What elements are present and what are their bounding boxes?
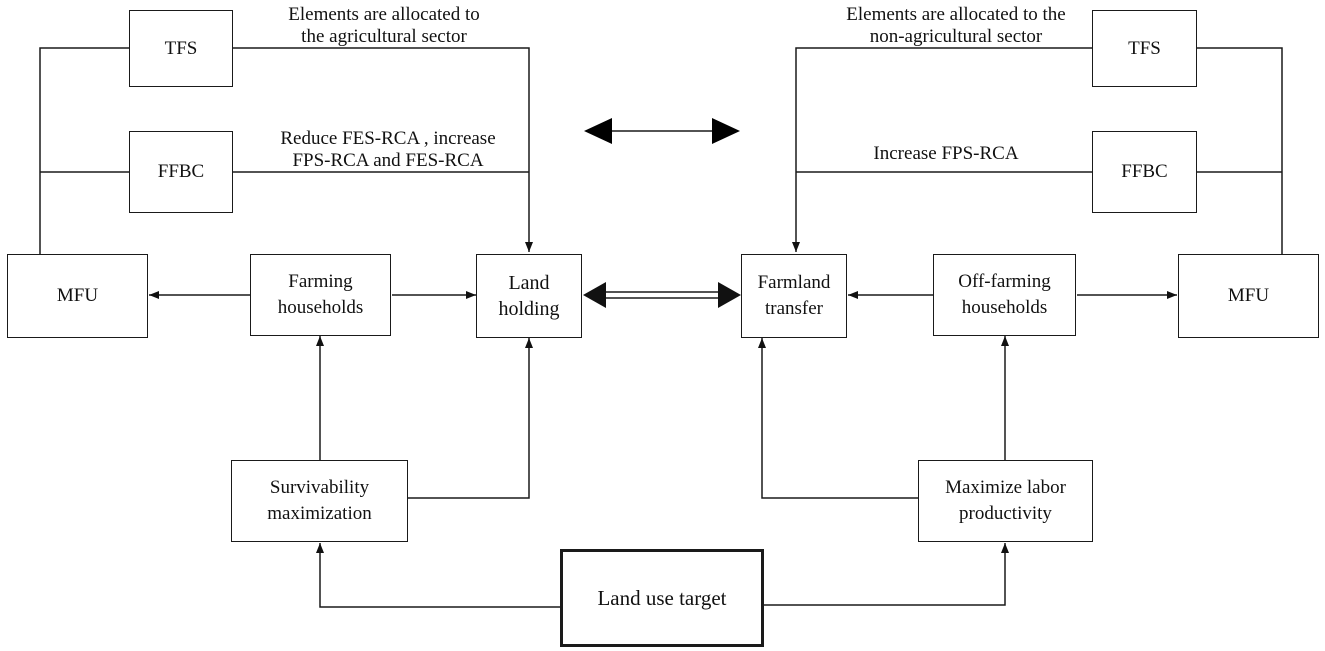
target-to-productivity-arrow xyxy=(764,543,1009,606)
left-tfs-label-line-2: the agricultural sector xyxy=(301,26,467,47)
farmland-transfer-line-1: Farmland xyxy=(757,272,831,293)
farmland-transfer-line-2: transfer xyxy=(764,298,824,319)
survivability-box: Survivability maximization xyxy=(231,460,408,542)
land-holding-line-2: holding xyxy=(498,298,560,320)
farming-households-box: Farming households xyxy=(250,254,391,336)
left-ffbc-box: FFBC xyxy=(129,131,233,213)
left-mfu-text: MFU xyxy=(56,285,99,306)
right-tfs-label-line-2: non-agricultural sector xyxy=(869,26,1043,47)
right-tfs-box: TFS xyxy=(1092,10,1197,87)
productivity-line-2: productivity xyxy=(959,503,1052,524)
right-tfs-label: Elements are allocated to the non-agricu… xyxy=(815,4,1097,48)
land-use-target-box: Land use target xyxy=(560,549,764,647)
farming-households-line-2: households xyxy=(277,297,364,318)
right-ffbc-label-line: Increase FPS-RCA xyxy=(873,143,1019,164)
top-arrow-head-left xyxy=(584,118,612,144)
double-link-head-right xyxy=(718,282,741,308)
land-holding-line-1: Land xyxy=(508,272,550,294)
right-mfu-tfs-line xyxy=(1197,47,1283,254)
left-mfu-tfs-line xyxy=(39,47,129,254)
double-link-head-left xyxy=(583,282,606,308)
right-tfs-to-transfer-arrow xyxy=(792,47,1092,252)
left-tfs-label-line-1: Elements are allocated to xyxy=(288,4,480,25)
productivity-line-1: Maximize labor xyxy=(945,477,1066,498)
right-tfs-label-line-1: Elements are allocated to the xyxy=(846,4,1066,25)
right-tfs-text: TFS xyxy=(1128,37,1161,59)
right-mfu-box: MFU xyxy=(1178,254,1319,338)
offfarming-households-line-2: households xyxy=(961,297,1048,318)
productivity-box: Maximize labor productivity xyxy=(918,460,1093,542)
productivity-to-transfer-arrow xyxy=(758,338,918,499)
right-mfu-text: MFU xyxy=(1227,285,1270,306)
offfarming-households-box: Off-farming households xyxy=(933,254,1076,336)
right-ffbc-box: FFBC xyxy=(1092,131,1197,213)
survivability-line-1: Survivability xyxy=(269,477,370,498)
top-arrow-head-right xyxy=(712,118,740,144)
land-use-target-text: Land use target xyxy=(597,586,727,610)
left-tfs-label: Elements are allocated to the agricultur… xyxy=(258,4,510,48)
left-ffbc-label-line-2: FPS-RCA and FES-RCA xyxy=(292,150,484,171)
left-ffbc-label: Reduce FES-RCA , increase FPS-RCA and FE… xyxy=(248,128,528,172)
survivability-to-holding-arrow xyxy=(408,338,533,499)
left-ffbc-text: FFBC xyxy=(157,161,205,182)
farmland-transfer-box: Farmland transfer xyxy=(741,254,847,338)
left-ffbc-label-line-1: Reduce FES-RCA , increase xyxy=(280,128,496,149)
offfarming-households-line-1: Off-farming xyxy=(958,271,1051,292)
left-tfs-box: TFS xyxy=(129,10,233,87)
left-tfs-to-holding-arrow xyxy=(233,47,533,252)
right-ffbc-label: Increase FPS-RCA xyxy=(846,143,1046,165)
right-ffbc-text: FFBC xyxy=(1121,161,1168,182)
left-tfs-text: TFS xyxy=(164,37,198,59)
left-mfu-box: MFU xyxy=(7,254,148,338)
target-to-survivability-arrow xyxy=(316,543,560,608)
land-holding-box: Land holding xyxy=(476,254,582,338)
farming-households-line-1: Farming xyxy=(288,271,353,292)
survivability-line-2: maximization xyxy=(267,503,372,524)
